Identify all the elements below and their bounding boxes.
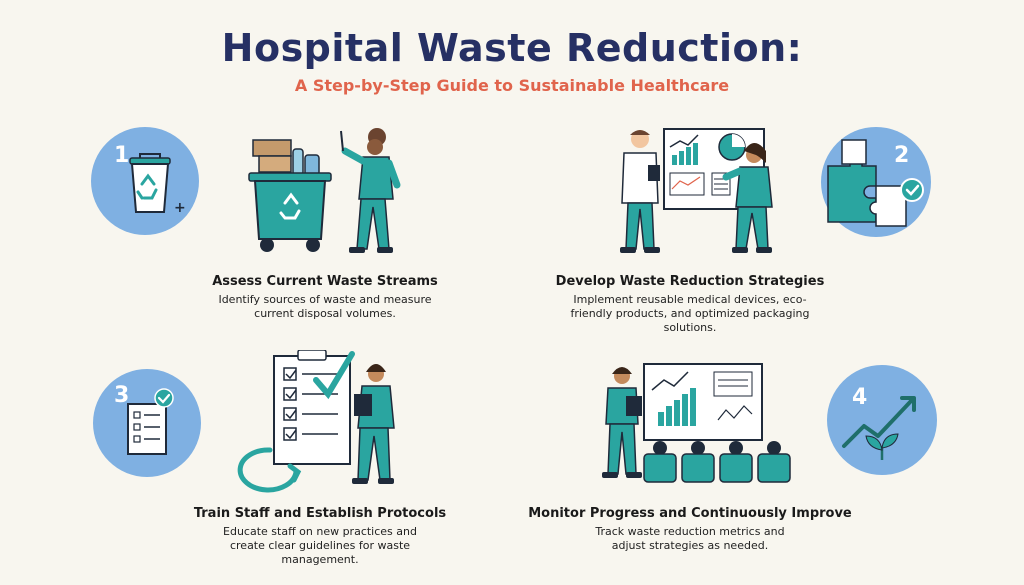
step-1-description: Identify sources of waste and measure cu…: [218, 293, 432, 320]
svg-text:+: +: [174, 200, 186, 216]
step-4-title: Monitor Progress and Continuously Improv…: [528, 506, 852, 521]
puzzle-check-icon: [827, 139, 924, 227]
page-subtitle: A Step-by-Step Guide to Sustainable Heal…: [294, 76, 730, 95]
step-4-number: 4: [852, 385, 867, 410]
step-3-title: Train Staff and Establish Protocols: [193, 506, 447, 521]
step-4-text: Monitor Progress and Continuously Improv…: [520, 506, 860, 553]
step-3-description: Educate staff on new practices and creat…: [223, 525, 417, 566]
audience-seats: [643, 441, 791, 483]
nurse-figure: [340, 128, 401, 253]
step-2-text: Develop Waste Reduction Strategies Imple…: [540, 274, 840, 335]
step-1-title: Assess Current Waste Streams: [212, 274, 438, 289]
step-2-description: Implement reusable medical devices, eco-…: [570, 293, 810, 334]
presenter-figure: [602, 367, 642, 478]
step-3-badge: 3: [93, 369, 201, 477]
presentation-board: [643, 363, 763, 441]
step-4-description: Track waste reduction metrics and adjust…: [595, 525, 785, 552]
step-2-badge: 2: [821, 127, 931, 237]
waste-bin-illustration: [248, 139, 332, 252]
step-2-title: Develop Waste Reduction Strategies: [555, 274, 825, 289]
doctor-figure: [620, 130, 660, 253]
page-title: Hospital Waste Reduction:: [221, 26, 803, 70]
checklist-icon: [127, 388, 174, 455]
step-2-number: 2: [894, 143, 909, 168]
clipboard-checklist: [273, 350, 355, 465]
growth-chart-icon: [842, 396, 916, 460]
nurse-figure: [352, 364, 395, 484]
step-4-illustration: [602, 363, 791, 483]
step-3-illustration: [237, 350, 395, 493]
step-4-badge: 4: [827, 365, 937, 475]
step-1-number: 1: [114, 143, 129, 168]
step-1-text: Assess Current Waste Streams Identify so…: [185, 274, 465, 321]
cycle-arrow-icon: [237, 447, 299, 493]
step-1-badge: 1 +: [91, 127, 199, 235]
step-2-illustration: [620, 128, 773, 253]
recycling-bin-icon: [129, 153, 171, 213]
nurse-figure: [722, 143, 773, 253]
step-3-number: 3: [114, 383, 129, 408]
step-1-illustration: [248, 128, 401, 253]
step-3-text: Train Staff and Establish Protocols Educ…: [180, 506, 460, 567]
